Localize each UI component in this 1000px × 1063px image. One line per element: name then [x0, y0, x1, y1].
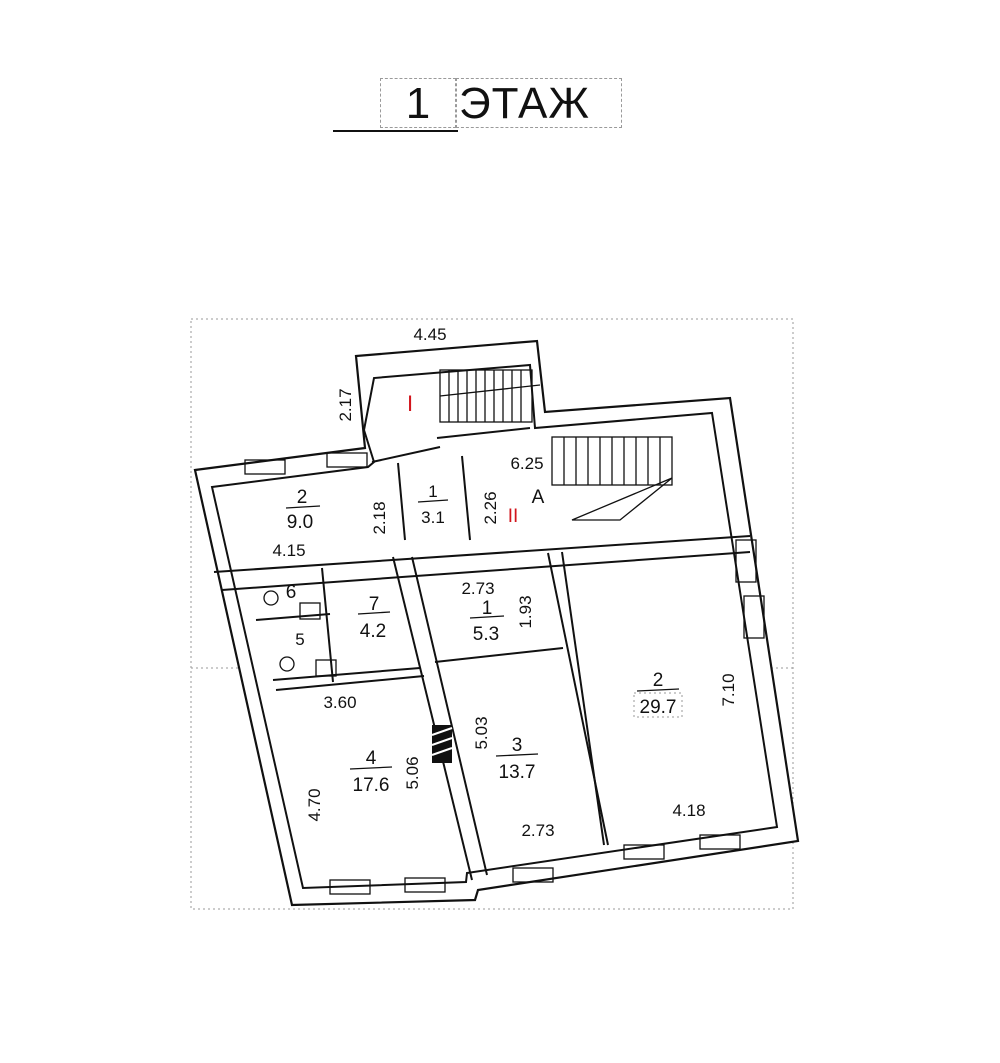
room-area: 13.7: [499, 762, 536, 783]
dimension-label: 2.73: [521, 821, 554, 840]
dimension-label: 2.73: [461, 579, 494, 598]
dimension-label: 4.70: [305, 788, 324, 821]
partition-walls: [213, 427, 751, 881]
dimension-label: 6.25: [510, 454, 543, 473]
room-number: 2: [653, 670, 664, 691]
room-area: 9.0: [287, 512, 313, 533]
dimension-label: 3.60: [323, 693, 356, 712]
room-number: 2: [297, 487, 308, 508]
hatched-column: [431, 725, 453, 763]
outer-wall: [193, 339, 800, 907]
dimension-label: 2.26: [481, 491, 500, 524]
staircase-1-steps: [439, 369, 541, 423]
room-area: 3.1: [421, 508, 445, 527]
room-number: 7: [369, 594, 380, 615]
sanitary-fixtures: [263, 590, 337, 677]
dimension-label: 5.03: [472, 716, 491, 749]
dimension-label: 1.93: [516, 595, 535, 628]
room-labels: 2 9.0 1 3.1 6 7 4.2 5 1 5.3 4 17.6 3 13.…: [286, 482, 683, 796]
floor-number-underline: [333, 130, 458, 132]
crop-frame: [190, 318, 794, 910]
room-number: 1: [428, 482, 437, 501]
room-number: 5: [295, 630, 304, 649]
windows: [244, 452, 765, 895]
dimension-label: 4.45: [413, 325, 446, 344]
room-number: 3: [512, 735, 523, 756]
room-area: 17.6: [353, 775, 390, 796]
dimension-labels: 4.45 2.17 6.25 2.26 2.18 4.15 2.73 1.93 …: [272, 325, 738, 840]
dimension-label: 4.15: [272, 541, 305, 560]
room-number: 6: [286, 582, 297, 603]
staircase-2-steps: [551, 436, 673, 521]
staircase-letter: A: [532, 487, 545, 508]
floor-number: 1: [380, 78, 456, 128]
dimension-label: 5.06: [403, 756, 422, 789]
dimension-label: 2.18: [370, 501, 389, 534]
staircase-2-mark: II: [508, 506, 519, 527]
staircase-1-mark: I: [407, 391, 413, 416]
dimension-label: 7.10: [719, 673, 738, 706]
dimension-label: 2.17: [336, 388, 355, 421]
dimension-label: 4.18: [672, 801, 705, 820]
room-number: 1: [482, 598, 493, 619]
room-area: 5.3: [473, 624, 499, 645]
floor-title: ЭТАЖ: [456, 78, 622, 128]
room-area: 4.2: [360, 621, 386, 642]
room-number: 4: [366, 748, 377, 769]
room-area: 29.7: [640, 697, 677, 718]
